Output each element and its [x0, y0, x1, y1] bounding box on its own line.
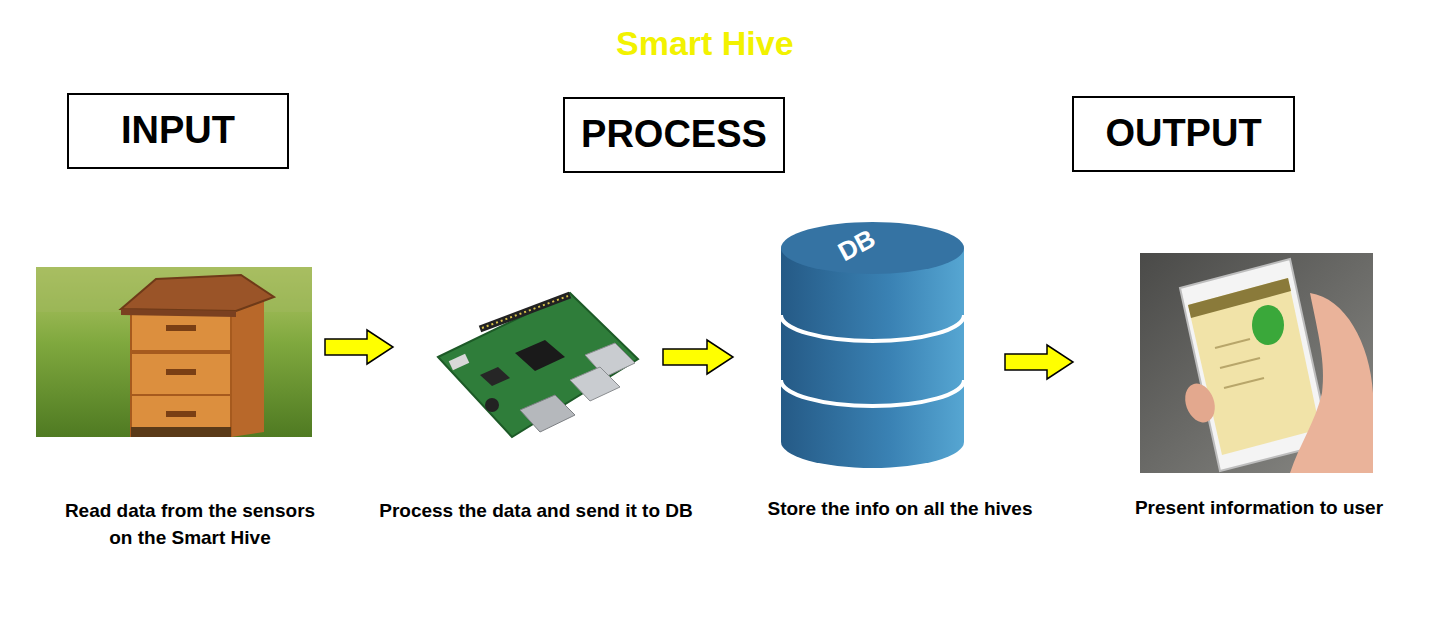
stage-label: INPUT	[121, 110, 235, 152]
diagram-title: Smart Hive	[616, 24, 794, 63]
stage-box: OUTPUT	[1072, 96, 1295, 172]
stage-box: PROCESS	[563, 97, 785, 173]
db-illustration	[780, 220, 965, 470]
flow-arrow	[663, 340, 733, 374]
phone-picture: Present information to user	[1140, 253, 1373, 473]
hive-picture: Read data from the sensors on the Smart …	[36, 267, 312, 437]
step-caption: Store the info on all the hives	[730, 495, 1070, 522]
flow-arrow	[1005, 345, 1073, 379]
hive-illustration	[36, 267, 312, 437]
phone-illustration	[1140, 253, 1373, 473]
step-caption: Present information to user	[1104, 494, 1414, 521]
stage-label: OUTPUT	[1105, 113, 1261, 155]
stage-label: PROCESS	[581, 114, 767, 156]
stage-box: INPUT	[67, 93, 289, 169]
step-caption: Read data from the sensors on the Smart …	[55, 497, 325, 551]
pi-picture: Process the data and send it to DB	[420, 285, 645, 450]
step-caption: Process the data and send it to DB	[341, 497, 731, 524]
pi-illustration	[420, 285, 645, 450]
db-picture: DBStore the info on all the hives	[780, 220, 965, 470]
flow-arrow	[325, 330, 393, 364]
